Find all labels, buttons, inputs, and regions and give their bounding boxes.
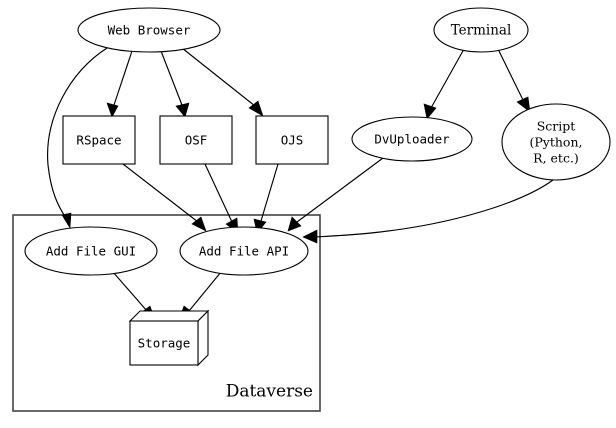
node-rspace[interactable]: RSpace [62, 115, 136, 165]
node-script-label-line-1: Script [537, 119, 576, 134]
edge-ojs-add-file-api [253, 163, 279, 234]
node-storage[interactable]: Storage [128, 309, 210, 367]
cluster-dataverse-label: Dataverse [226, 382, 313, 402]
node-web-browser-label: Web Browser [108, 23, 191, 38]
node-dvuploader-shape[interactable] [351, 116, 473, 162]
node-script-label-line-2: (Python, [530, 135, 583, 150]
node-add-file-api-shape[interactable] [179, 226, 309, 276]
edge-web-browser-ojs [181, 47, 264, 117]
node-osf[interactable]: OSF [159, 115, 233, 165]
node-add-file-api[interactable]: Add File API [179, 226, 309, 276]
edge-osf-add-file-api [204, 163, 239, 234]
node-add-file-gui[interactable]: Add File GUI [24, 226, 158, 276]
node-terminal[interactable]: Terminal [433, 7, 529, 53]
node-script[interactable]: Script (Python, R, etc.) [501, 103, 611, 181]
node-ojs-shape[interactable] [255, 115, 329, 165]
node-ojs[interactable]: OJS [255, 115, 329, 165]
cluster-dataverse-border [12, 214, 321, 412]
node-storage-top-face [128, 310, 210, 322]
node-add-file-gui-shape[interactable] [24, 226, 158, 276]
edge-web-browser-rspace [106, 50, 133, 118]
node-terminal-label: Terminal [451, 23, 512, 39]
node-dvuploader-label: DvUploader [374, 132, 450, 147]
node-script-shape[interactable] [501, 103, 611, 181]
node-rspace-label: RSpace [76, 133, 121, 148]
node-web-browser[interactable]: Web Browser [77, 7, 221, 53]
node-osf-label: OSF [185, 133, 208, 148]
edge-dvuploader-add-file-api [287, 157, 384, 232]
node-dvuploader[interactable]: DvUploader [351, 116, 473, 162]
node-web-browser-shape[interactable] [77, 7, 221, 53]
node-storage-right-face [197, 309, 209, 367]
edge-script-add-file-api [302, 179, 554, 244]
node-ojs-label: OJS [281, 133, 304, 148]
node-osf-shape[interactable] [159, 115, 233, 165]
node-storage-label: Storage [138, 336, 191, 351]
node-add-file-api-label: Add File API [199, 244, 289, 259]
node-add-file-gui-label: Add File GUI [46, 244, 136, 259]
node-rspace-shape[interactable] [62, 115, 136, 165]
cluster-dataverse: Dataverse [12, 214, 321, 412]
node-script-label-line-3: R, etc.) [533, 151, 579, 166]
edge-terminal-script [497, 48, 531, 113]
node-storage-front-face[interactable] [129, 320, 199, 366]
edge-terminal-dvuploader [423, 48, 465, 120]
edge-web-browser-osf [160, 50, 190, 118]
edge-rspace-add-file-api [122, 163, 207, 232]
node-terminal-shape[interactable] [433, 7, 529, 53]
edge-web-browser-add-file-gui [47, 47, 108, 229]
